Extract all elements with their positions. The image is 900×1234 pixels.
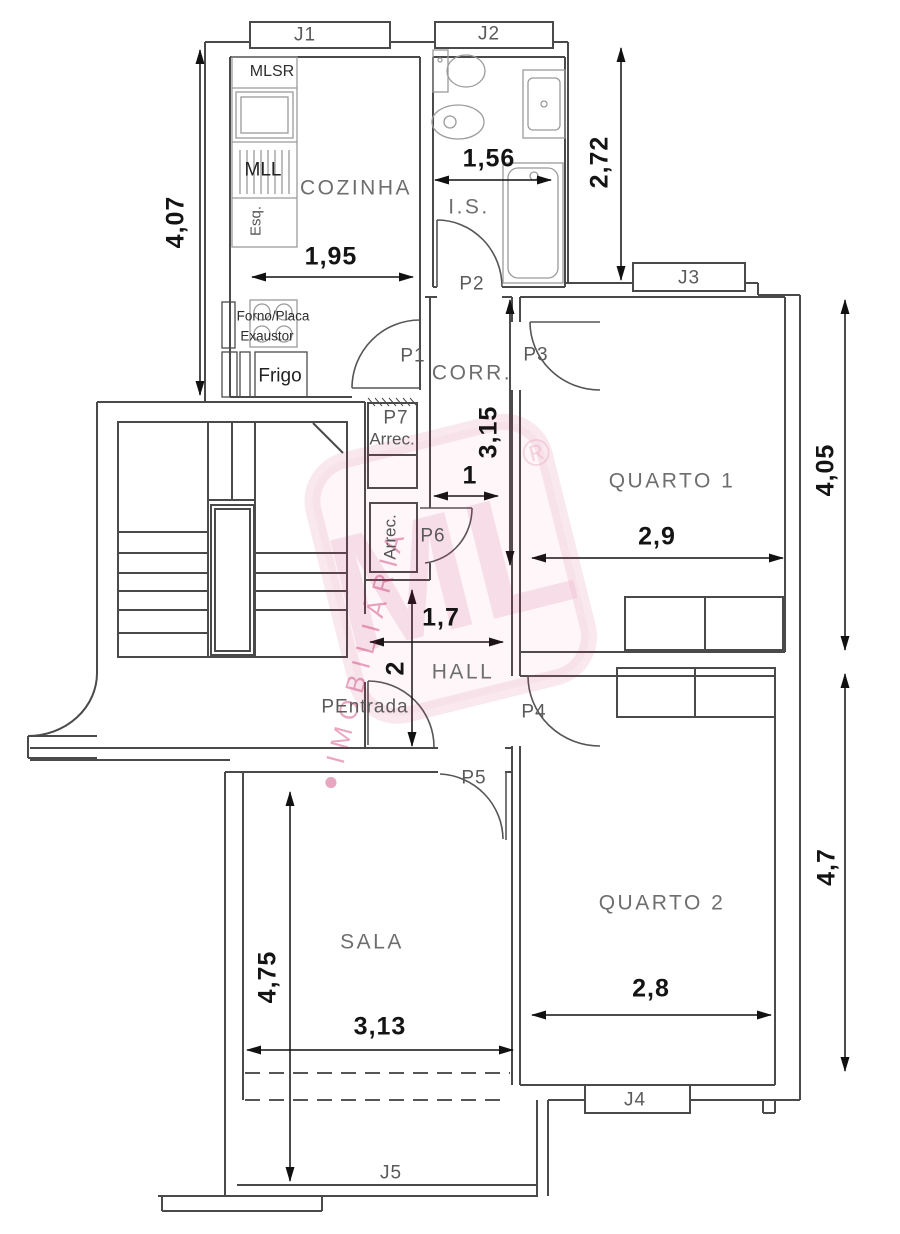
door-label-p1: P1	[400, 345, 426, 367]
window-label-j4: J4	[623, 1089, 647, 1111]
duct	[221, 301, 236, 349]
dimension-lines	[195, 47, 850, 1182]
window-label-j2: J2	[477, 23, 501, 45]
door-p2	[436, 219, 503, 288]
appliance-label-esq: Esq.	[247, 205, 265, 237]
door-label-p6: P6	[420, 525, 446, 547]
dim-label-1-95: 1,95	[304, 242, 358, 271]
storage-label-arrec-p6: Arrec.	[380, 514, 400, 560]
door-p1	[351, 319, 421, 389]
watermark-logo: ML ®	[304, 413, 597, 724]
dim-label-4-7: 4,7	[812, 848, 841, 886]
dim-label-4-75: 4,75	[253, 950, 282, 1004]
bathtub	[502, 162, 564, 284]
dim-label-4-07: 4,07	[161, 195, 190, 249]
dim-label-2-9: 2,9	[638, 522, 676, 551]
appliance-label-exaustor: Exaustor	[240, 328, 294, 344]
door-label-pentrada: PEntrada	[321, 696, 409, 718]
fridge	[254, 351, 308, 398]
window-j1	[249, 21, 391, 49]
door-p5	[439, 772, 507, 840]
room-label-is: I.S.	[448, 195, 490, 219]
toilet-tank	[432, 49, 449, 93]
window-label-j1: J1	[293, 24, 317, 46]
room-label-cozinha: COZINHA	[300, 176, 412, 200]
bidet	[431, 104, 485, 140]
balcony-dashed-opening	[245, 1072, 510, 1101]
dim-label-2: 2	[381, 660, 410, 676]
appliance-label-mlsr: MLSR	[249, 63, 295, 80]
door-label-p7: P7	[383, 407, 409, 429]
dim-label-2-8: 2,8	[632, 974, 670, 1003]
door-swings	[351, 219, 601, 840]
duct	[239, 351, 251, 398]
stove	[249, 299, 298, 348]
door-label-p4: P4	[521, 701, 547, 723]
dim-label-1-7: 1,7	[422, 603, 460, 632]
washbasin	[522, 69, 566, 139]
window-label-j3: J3	[677, 267, 701, 289]
room-label-quarto2: QUARTO 2	[598, 891, 726, 915]
window-boxes	[249, 21, 746, 1114]
duct	[221, 351, 238, 398]
room-label-sala: SALA	[340, 930, 404, 954]
door-label-p2: P2	[459, 273, 485, 295]
room-label-hall: HALL	[431, 660, 495, 684]
window-j4	[584, 1084, 691, 1114]
door-p6	[420, 507, 473, 564]
door-p4	[527, 675, 601, 747]
kitchen-fixtures	[221, 56, 308, 398]
kitchen-sink	[235, 91, 294, 139]
toilet-bowl	[446, 54, 486, 88]
door-label-p3: P3	[523, 344, 549, 366]
appliance-label-frigo: Frigo	[258, 365, 302, 387]
appliance-label-mll: MLL	[244, 159, 282, 181]
window-j2	[434, 21, 554, 49]
appliance-label-forno-placa: Forno/Placa	[236, 308, 310, 324]
door-label-p5: P5	[461, 767, 487, 789]
dim-label-2-72: 2,72	[585, 135, 614, 189]
window-j3	[632, 262, 746, 292]
dim-label-4-05: 4,05	[811, 443, 840, 497]
kitchen-counter	[231, 56, 298, 248]
dim-label-1: 1	[462, 461, 478, 490]
dim-label-1-56: 1,56	[462, 144, 516, 173]
window-label-j5: J5	[379, 1162, 403, 1184]
dim-label-3-13: 3,13	[353, 1012, 407, 1041]
storage-label-arrec-p7: Arrec.	[369, 429, 415, 449]
room-label-quarto1: QUARTO 1	[608, 469, 736, 493]
door-p3	[529, 321, 601, 391]
room-label-corr: CORR.	[431, 361, 513, 385]
dim-label-3-15: 3,15	[474, 405, 503, 459]
